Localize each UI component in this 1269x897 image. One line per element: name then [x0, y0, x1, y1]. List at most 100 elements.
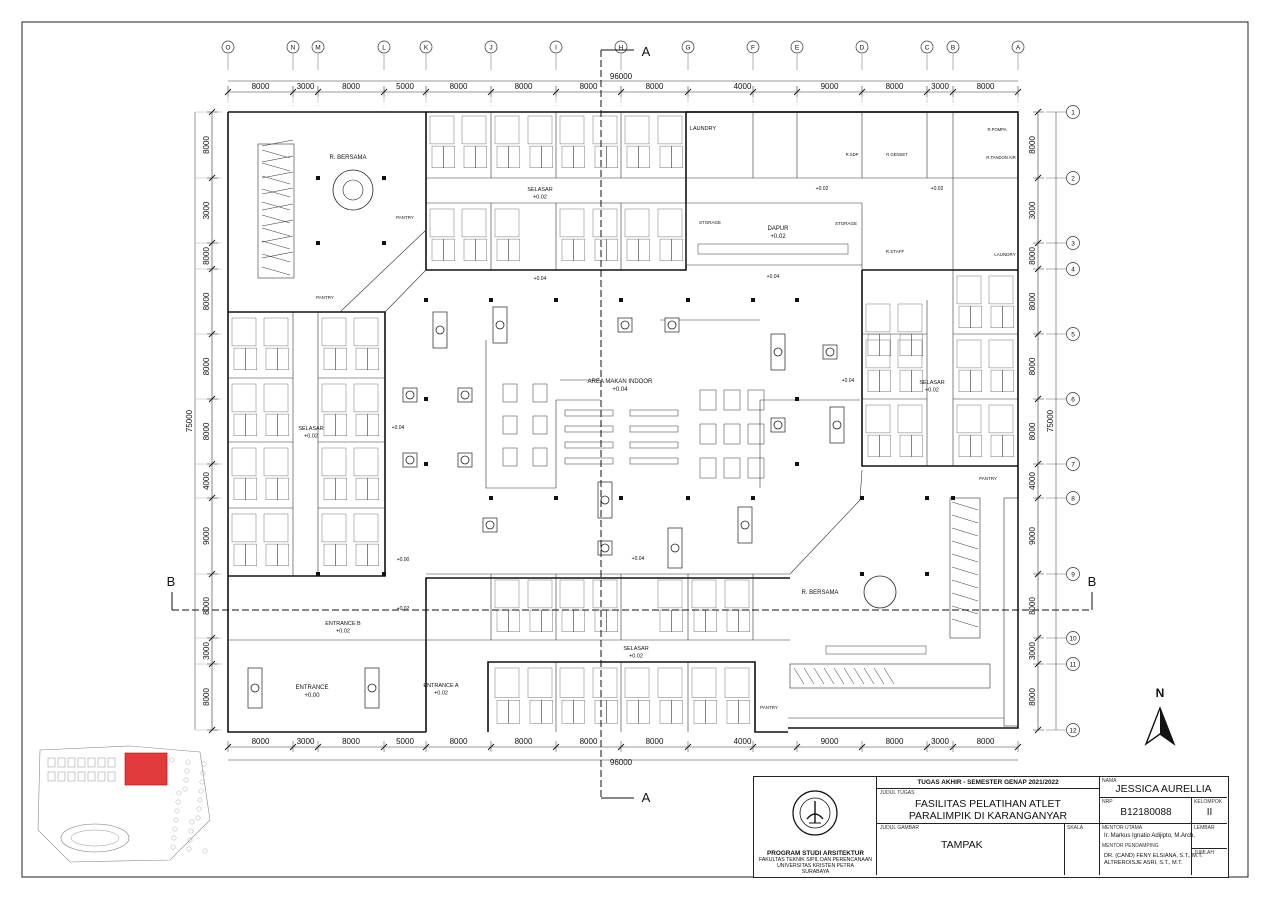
dim-side-left-5: 8000: [202, 422, 211, 440]
dim-top_dims-7: 8000: [646, 82, 664, 91]
university-name: UNIVERSITAS KRISTEN PETRA: [777, 863, 854, 869]
grid-bubble-6: [1066, 392, 1080, 406]
lembar-label: LEMBAR: [1194, 825, 1215, 831]
dim-bottom_dims-2: 8000: [342, 737, 360, 746]
grid-bubble-O: [221, 40, 235, 54]
room-label-pantry-4: PANTRY: [760, 705, 778, 710]
dim-bottom_dims-8: 4000: [734, 737, 752, 746]
room-label-dapur-level: +0.02: [770, 234, 786, 240]
grid-bubble-A: [1011, 40, 1025, 54]
room-label-pantry-3: PANTRY: [979, 476, 997, 481]
grid-bubble-J: [484, 40, 498, 54]
judul-gambar-label: JUDUL GAMBAR: [880, 825, 919, 831]
dim-total-top: 96000: [610, 72, 633, 81]
dim-bottom_dims-10: 8000: [886, 737, 904, 746]
room-label-selasar-right: SELASAR: [919, 380, 944, 386]
dim-side-left-7: 9000: [202, 527, 211, 545]
grid-bubble-C: [920, 40, 934, 54]
grid-bubble-K: [419, 40, 433, 54]
room-label-lvl-4: +0.04: [767, 274, 780, 280]
room-label-area-makan-level: +0.04: [612, 387, 628, 393]
grid-bubble-2: [1066, 171, 1080, 185]
title-block-logo-cell: PROGRAM STUDI ARSITEKTUR FAKULTAS TEKNIK…: [754, 777, 877, 875]
grid-bubble-4: [1066, 262, 1080, 276]
room-label-entrance: ENTRANCE: [295, 685, 328, 691]
dim-bottom_dims-4: 8000: [450, 737, 468, 746]
room-label-pantry-1: PANTRY: [396, 215, 414, 220]
dim-total-right: 75000: [1046, 409, 1055, 432]
dim-side-right-9: 3000: [1028, 642, 1037, 660]
mentor-cell: MENTOR UTAMA Ir. Markus Ignatio Adijipto…: [1100, 824, 1203, 875]
judul-tugas-label: JUDUL TUGAS: [880, 790, 915, 796]
dim-side-left-3: 8000: [202, 292, 211, 310]
furniture-layer: [231, 115, 1014, 724]
dim-top_dims-11: 3000: [931, 82, 949, 91]
dim-side-right-4: 8000: [1028, 357, 1037, 375]
mentor-pendamping-1: DR. (CAND) FENY ELSIANA, S.T., M.T.: [1104, 853, 1203, 859]
grid-label-K: K: [424, 45, 429, 52]
dim-top_dims-4: 8000: [450, 82, 468, 91]
north-arrow-icon: N: [1144, 686, 1176, 746]
room-label-selasar-bottom-level: +0.02: [629, 654, 643, 660]
dim-top_dims-0: 8000: [252, 82, 270, 91]
grid-label-M: M: [315, 45, 320, 52]
grid-label-9: 9: [1071, 572, 1075, 579]
nama-label: NAMA: [1102, 778, 1117, 784]
grid-bubble-12: [1066, 723, 1080, 737]
dim-side-left-0: 8000: [202, 136, 211, 154]
name-cell: NAMA JESSICA AURELLIA: [1100, 777, 1227, 798]
room-label-lvl-6: +0.04: [842, 378, 855, 384]
grid-label-5: 5: [1071, 332, 1075, 339]
room-label-lvl-3: +0.04: [534, 276, 547, 282]
grid-label-F: F: [751, 45, 755, 52]
grid-bubble-10: [1066, 631, 1080, 645]
room-label-laundry-right: LAUNDRY: [994, 252, 1015, 257]
room-label-r-genset: R.GENSET: [886, 152, 908, 157]
dim-top_dims-9: 9000: [821, 82, 839, 91]
room-labels: R. BERSAMASELASAR+0.02LAUNDRYPANTRYPANTR…: [295, 126, 1015, 710]
dim-total-left: 75000: [185, 409, 194, 432]
nrp-label: NRP: [1102, 799, 1113, 805]
room-label-selasar-top: SELASAR: [527, 187, 552, 193]
grid-bubble-B: [946, 40, 960, 54]
project-title-line-2: PARALIMPIK DI KARANGANYAR: [908, 810, 1068, 822]
section-b-right-label: B: [1088, 574, 1097, 589]
grid-label-L: L: [382, 45, 386, 52]
dim-side-left-10: 8000: [202, 688, 211, 706]
dim-bottom_dims-7: 8000: [646, 737, 664, 746]
grid-label-C: C: [925, 45, 930, 52]
room-label-lvl-2: +0.02: [931, 186, 944, 192]
grid-bubble-D: [855, 40, 869, 54]
room-label-r-tandon: R.TANDON AIR: [986, 155, 1015, 160]
grid-label-D: D: [860, 45, 865, 52]
room-label-selasar-left: SELASAR: [298, 426, 323, 432]
nrp-value: B12180088: [1120, 807, 1172, 818]
grid-bubble-7: [1066, 457, 1080, 471]
faculty-name: FAKULTAS TEKNIK SIPIL DAN PERENCANAAN: [758, 857, 873, 863]
dim-top_dims-6: 8000: [580, 82, 598, 91]
dim-side-left-1: 3000: [202, 201, 211, 219]
dim-bottom_dims-5: 8000: [515, 737, 533, 746]
key-plan-highlight: [124, 752, 168, 786]
section-a-bottom-label: A: [642, 790, 651, 805]
grid-label-11: 11: [1070, 662, 1077, 669]
room-label-selasar-top-level: +0.02: [533, 195, 547, 201]
grid-bubble-11: [1066, 657, 1080, 671]
grid-label-B: B: [951, 45, 955, 52]
dim-side-left-2: 8000: [202, 247, 211, 265]
grid-label-8: 8: [1071, 496, 1075, 503]
grid-label-O: O: [225, 45, 230, 52]
university-seal-icon: [792, 790, 838, 836]
dim-side-right-0: 8000: [1028, 136, 1037, 154]
grid-bubble-E: [790, 40, 804, 54]
grid-bubble-3: [1066, 236, 1080, 250]
city-name: SURABAYA: [801, 869, 830, 875]
grid-label-H: H: [619, 45, 624, 52]
dim-bottom_dims-1: 3000: [297, 737, 315, 746]
grid-label-A: A: [1016, 45, 1021, 52]
dim-side-right-7: 9000: [1028, 527, 1037, 545]
dim-side-left-9: 3000: [202, 642, 211, 660]
dim-side-left-4: 8000: [202, 357, 211, 375]
student-name: JESSICA AURELLIA: [1115, 783, 1212, 795]
grid-label-I: I: [555, 45, 557, 52]
